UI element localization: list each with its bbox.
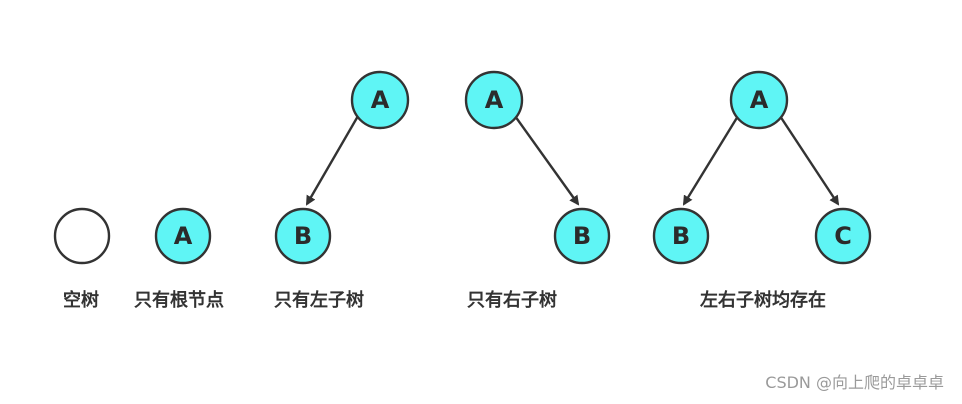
caption-both-subtrees: 左右子树均存在 (700, 289, 826, 311)
node-a-label: A (174, 222, 193, 250)
caption-root-only: 只有根节点 (134, 289, 224, 311)
root-only-tree: A (154, 207, 212, 265)
node-a (729, 70, 789, 130)
watermark-text: CSDN @向上爬的卓卓卓 (765, 373, 944, 392)
edge-right-subtree-a-b (514, 115, 580, 206)
empty-node (53, 207, 111, 265)
node-a-label: A (750, 86, 769, 114)
node-b-label: B (672, 222, 690, 250)
node-b-label: B (573, 222, 591, 250)
node-a-label: A (485, 86, 504, 114)
caption-right-subtree: 只有右子树 (467, 289, 557, 311)
node-b-label: B (294, 222, 312, 250)
empty-tree (53, 207, 111, 265)
node-c-label: C (834, 222, 852, 250)
node-a (154, 207, 212, 265)
node-c (814, 207, 872, 265)
node-b (553, 207, 611, 265)
caption-left-subtree: 只有左子树 (274, 289, 364, 311)
caption-empty-tree: 空树 (63, 289, 99, 311)
node-a-label: A (371, 86, 390, 114)
right-subtree-tree: A B (464, 70, 611, 265)
edge-left-subtree-a-b (305, 115, 360, 206)
node-a (464, 70, 524, 130)
node-b (274, 207, 332, 265)
left-subtree-tree: A B (274, 70, 410, 265)
full-tree: A B C (652, 70, 872, 265)
node-b (652, 207, 710, 265)
edge-full-tree-a-b (682, 115, 740, 206)
edge-full-tree-a-c (778, 115, 840, 206)
node-a (350, 70, 410, 130)
